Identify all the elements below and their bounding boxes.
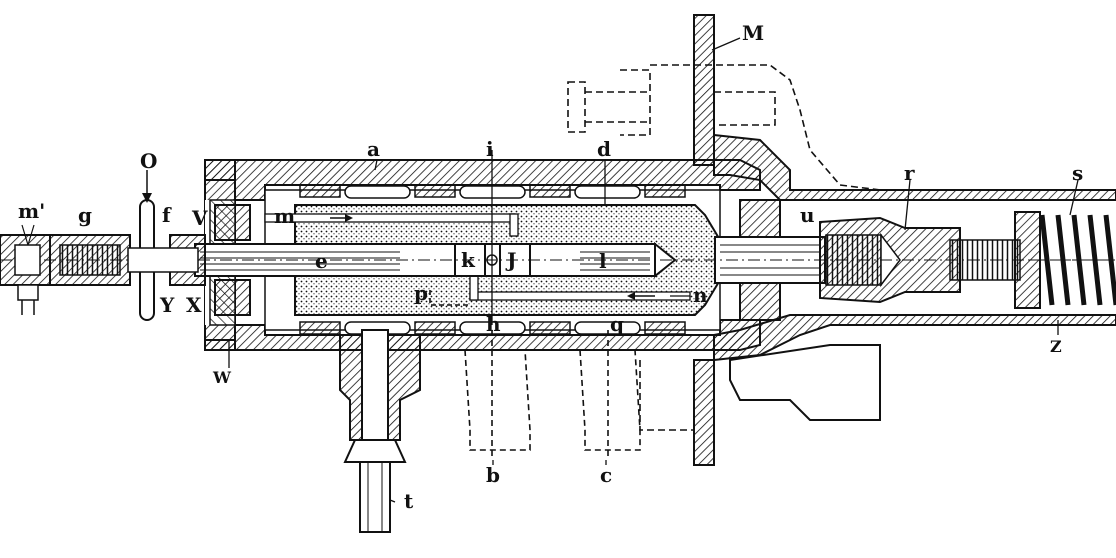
label-a: a bbox=[367, 137, 380, 161]
fitting-m-prime bbox=[0, 224, 51, 315]
passage-channel-m bbox=[264, 213, 519, 237]
label-Z: Z bbox=[1050, 337, 1062, 356]
label-V: V bbox=[191, 206, 208, 230]
label-q: q bbox=[610, 312, 624, 336]
label-m-prime: m' bbox=[18, 199, 45, 223]
label-Y: Y bbox=[159, 293, 175, 317]
label-M: M bbox=[742, 21, 764, 45]
label-d: d bbox=[597, 137, 611, 161]
label-c: c bbox=[600, 463, 612, 487]
seal-rings-top bbox=[299, 184, 686, 198]
port-openings bbox=[344, 185, 641, 335]
label-h: h bbox=[486, 312, 501, 336]
label-J: J bbox=[505, 248, 516, 272]
label-f: f bbox=[162, 203, 172, 227]
bulkhead-plate bbox=[693, 14, 715, 466]
dashed-lower-pipes bbox=[464, 330, 641, 460]
leader-lines bbox=[228, 37, 1079, 503]
label-t: t bbox=[404, 489, 414, 513]
label-u: u bbox=[800, 203, 815, 227]
label-i: i bbox=[486, 137, 494, 161]
lower-outlet-pipe bbox=[339, 329, 421, 533]
label-O: O bbox=[140, 149, 157, 173]
handle-lever bbox=[139, 170, 155, 321]
label-s: s bbox=[1072, 161, 1083, 185]
label-r: r bbox=[904, 161, 915, 185]
label-e: e bbox=[315, 249, 328, 273]
label-n: n bbox=[693, 283, 708, 307]
label-g: g bbox=[78, 203, 92, 227]
passage-p bbox=[429, 290, 470, 306]
label-l: l bbox=[599, 249, 607, 273]
label-p: p bbox=[414, 281, 428, 305]
threaded-end-g bbox=[49, 234, 199, 286]
rear-gland bbox=[739, 199, 781, 321]
label-k: k bbox=[461, 248, 476, 272]
label-X: X bbox=[186, 293, 202, 317]
seal-rings-bottom bbox=[299, 321, 686, 335]
label-m: m bbox=[274, 204, 295, 228]
label-b: b bbox=[486, 463, 500, 487]
label-W: W bbox=[212, 368, 232, 387]
